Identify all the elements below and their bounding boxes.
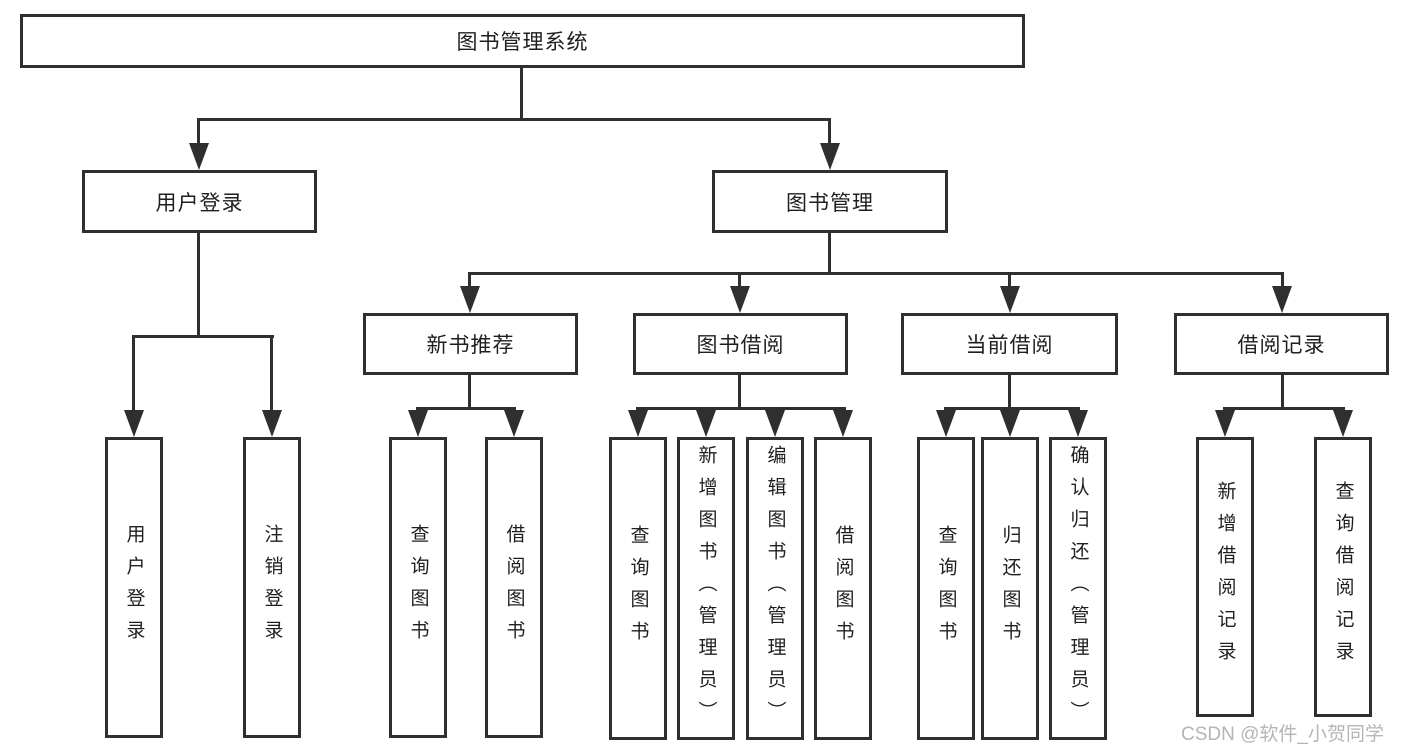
arrowhead-down-icon: [1272, 286, 1292, 313]
arrowhead-down-icon: [408, 410, 428, 437]
node-label: 图书管理: [786, 191, 874, 215]
connector-current-stub: [1008, 375, 1011, 409]
arrowhead-down-icon: [124, 410, 144, 437]
arrowhead-down-icon: [1333, 410, 1353, 437]
leaf-label: 查询图书: [935, 524, 957, 653]
arrowhead-down-icon: [628, 410, 648, 437]
leaf-label: 用户登录: [123, 523, 145, 652]
leaf-add-borrow-record: 新增借阅记录: [1196, 437, 1254, 717]
connector-records-rail: [1223, 407, 1345, 410]
arrowhead-down-icon: [1068, 410, 1088, 437]
node-library-management-system: 图书管理系统: [20, 14, 1025, 68]
connector-recommend-rail: [416, 407, 516, 410]
leaf-label: 新增借阅记录: [1214, 481, 1236, 673]
connector-current-rail: [944, 407, 1080, 410]
node-new-book-recommend: 新书推荐: [363, 313, 578, 375]
arrowhead-down-icon: [504, 410, 524, 437]
leaf-label: 新增图书（管理员）: [695, 444, 717, 733]
leaf-label: 归还图书: [999, 524, 1021, 653]
connector-book-mgmt-drop: [738, 272, 741, 286]
connector-book-mgmt-stub: [828, 233, 831, 275]
node-current-borrowing: 当前借阅: [901, 313, 1118, 375]
leaf-user-login: 用户登录: [105, 437, 163, 738]
leaf-query-borrow-record: 查询借阅记录: [1314, 437, 1372, 717]
connector-records-stub: [1281, 375, 1284, 409]
connector-user-login-rail: [132, 335, 274, 338]
arrowhead-down-icon: [189, 143, 209, 170]
arrowhead-down-icon: [460, 286, 480, 313]
node-book-management: 图书管理: [712, 170, 948, 233]
node-label: 图书管理系统: [456, 31, 589, 54]
connector-user-login-drop: [270, 335, 273, 411]
leaf-label: 注销登录: [261, 523, 283, 652]
node-label: 图书借阅: [696, 334, 785, 357]
leaf-query-books-current: 查询图书: [917, 437, 975, 740]
leaf-label: 确认归还（管理员）: [1067, 444, 1089, 733]
connector-recommend-stub: [468, 375, 471, 409]
node-borrowing-records: 借阅记录: [1174, 313, 1389, 375]
arrowhead-down-icon: [820, 143, 840, 170]
node-label: 新书推荐: [426, 334, 515, 357]
connector-root-right-drop: [828, 118, 831, 144]
leaf-add-books-admin: 新增图书（管理员）: [677, 437, 735, 740]
arrowhead-down-icon: [1000, 286, 1020, 313]
arrowhead-down-icon: [833, 410, 853, 437]
arrowhead-down-icon: [262, 410, 282, 437]
connector-borrowing-stub: [738, 375, 741, 409]
connector-book-mgmt-rail: [468, 272, 1284, 275]
node-book-borrowing: 图书借阅: [633, 313, 848, 375]
leaf-query-books-borrowing: 查询图书: [609, 437, 667, 740]
arrowhead-down-icon: [1215, 410, 1235, 437]
connector-book-mgmt-drop: [468, 272, 471, 286]
arrowhead-down-icon: [1000, 410, 1020, 437]
arrowhead-down-icon: [730, 286, 750, 313]
leaf-label: 借阅图书: [832, 524, 854, 653]
leaf-label: 借阅图书: [503, 523, 525, 652]
leaf-confirm-return-admin: 确认归还（管理员）: [1049, 437, 1107, 740]
connector-root-left-drop: [197, 118, 200, 144]
csdn-watermark: CSDN @软件_小贺同学: [1181, 724, 1384, 745]
leaf-edit-books-admin: 编辑图书（管理员）: [746, 437, 804, 740]
leaf-query-books-recommend: 查询图书: [389, 437, 447, 738]
node-label: 用户登录: [155, 191, 244, 215]
arrowhead-down-icon: [696, 410, 716, 437]
arrowhead-down-icon: [936, 410, 956, 437]
node-label: 借阅记录: [1237, 334, 1326, 357]
connector-borrowing-rail: [636, 407, 846, 410]
leaf-logout: 注销登录: [243, 437, 301, 738]
leaf-label: 查询图书: [627, 524, 649, 653]
leaf-label: 查询借阅记录: [1332, 481, 1354, 673]
arrowhead-down-icon: [765, 410, 785, 437]
connector-root-stub: [520, 68, 523, 118]
leaf-return-books: 归还图书: [981, 437, 1039, 740]
node-user-login: 用户登录: [82, 170, 317, 233]
connector-root-rail: [197, 118, 831, 121]
connector-book-mgmt-drop: [1008, 272, 1011, 286]
leaf-label: 查询图书: [407, 523, 429, 652]
leaf-borrow-books-recommend: 借阅图书: [485, 437, 543, 738]
connector-book-mgmt-drop: [1281, 272, 1284, 286]
leaf-borrow-books: 借阅图书: [814, 437, 872, 740]
leaf-label: 编辑图书（管理员）: [764, 444, 786, 733]
node-label: 当前借阅: [965, 334, 1054, 357]
connector-user-login-drop: [132, 335, 135, 411]
connector-user-login-stub: [197, 233, 200, 335]
